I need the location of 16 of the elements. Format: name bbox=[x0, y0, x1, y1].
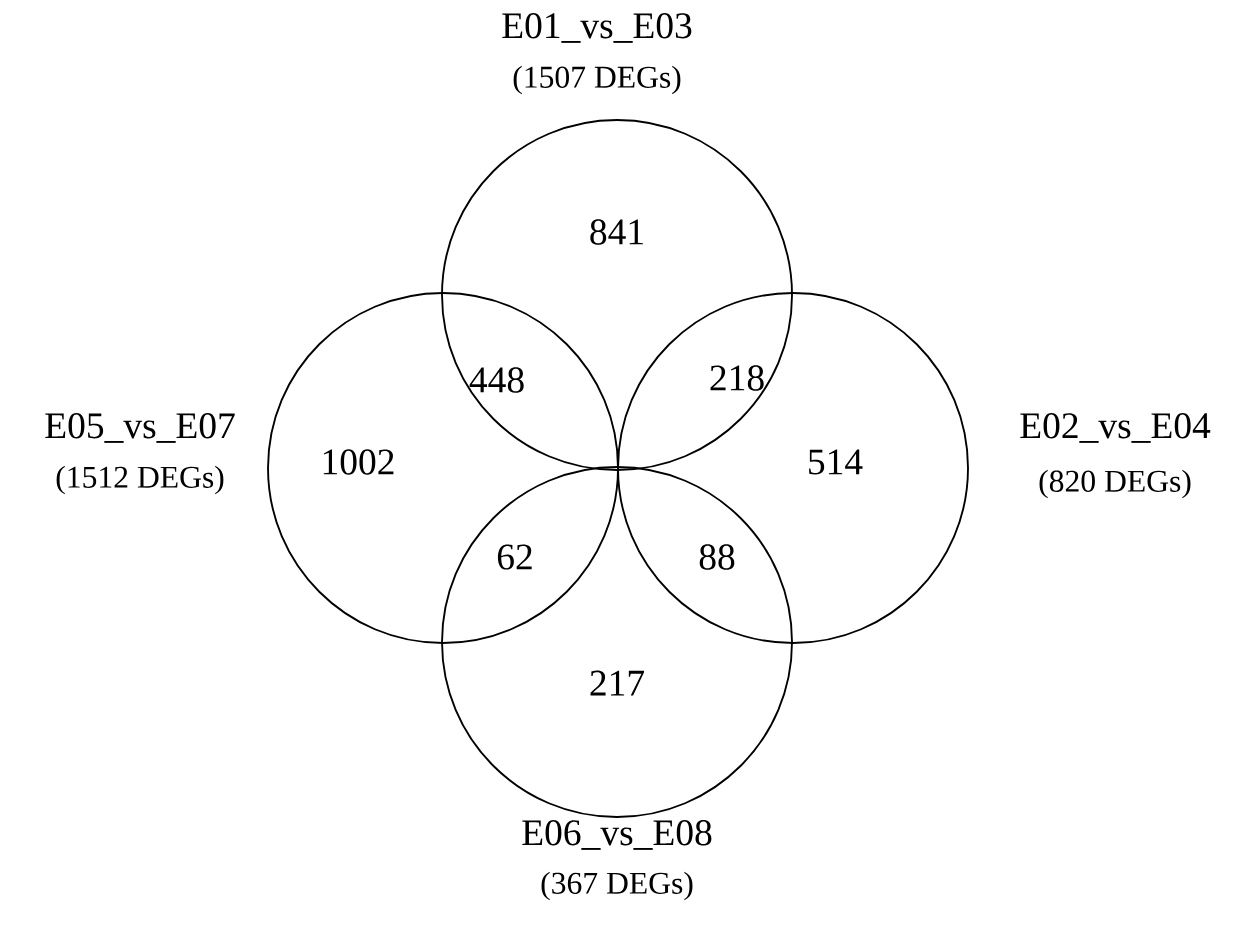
region-count: 88 bbox=[699, 544, 735, 570]
region-count: 1002 bbox=[323, 449, 394, 475]
set-title: E06_vs_E08 bbox=[522, 820, 712, 850]
set-count: (1507 DEGs) bbox=[513, 65, 681, 95]
region-count: 514 bbox=[809, 449, 863, 475]
set-count: (367 DEGs) bbox=[541, 871, 693, 901]
set-count: (820 DEGs) bbox=[1039, 469, 1191, 499]
region-count: 62 bbox=[497, 544, 532, 570]
set-title: E01_vs_E03 bbox=[502, 13, 692, 43]
region-count: 217 bbox=[590, 670, 645, 696]
region-count: 841 bbox=[590, 219, 643, 245]
region-count: 218 bbox=[710, 365, 764, 391]
region-count: 448 bbox=[469, 367, 524, 393]
set-count: (1512 DEGs) bbox=[56, 465, 224, 495]
set-title: E05_vs_E07 bbox=[45, 413, 235, 443]
set-title: E02_vs_E04 bbox=[1020, 413, 1211, 443]
